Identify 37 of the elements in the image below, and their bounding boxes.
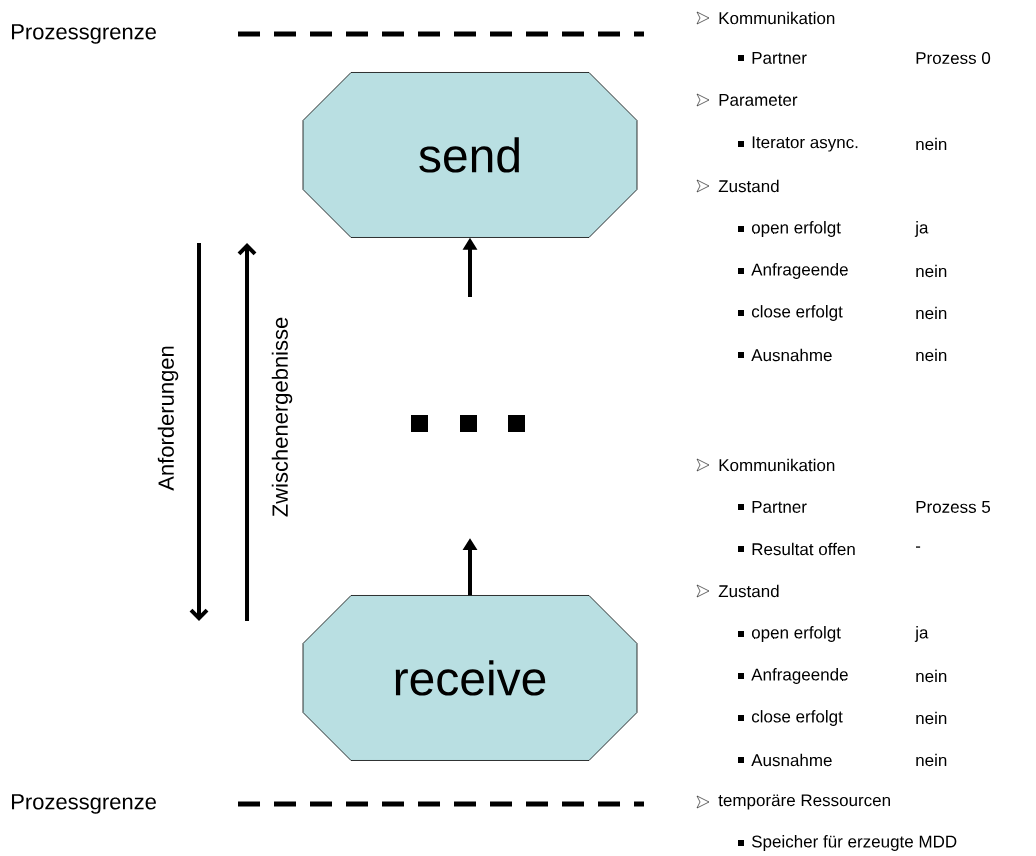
list-item: open erfolgt [751,221,841,237]
list-item: Iterator async. [752,136,858,152]
list-value: nein [916,753,947,767]
list-item: Anfrageende [751,263,848,279]
list-item: Partner [752,501,807,513]
list-item: Resultat offen [752,542,855,556]
boundary-label: Prozessgrenze [12,24,156,44]
list-value: nein [916,711,947,725]
direction-label: Anforderungen [157,346,179,491]
list-heading: temporäre Ressourcen [718,794,890,810]
list-heading: Zustand [718,179,779,193]
boundary-label: Prozessgrenze [12,794,156,814]
list-value: nein [916,306,947,320]
list-value: nein [916,264,947,278]
list-item: Speicher für erzeugte MDD [751,835,957,851]
list-heading: Kommunikation [719,11,835,25]
list-item: Partner [752,52,807,64]
list-value: nein [916,669,947,683]
list-heading: Parameter [719,94,798,106]
list-item: Ausnahme [751,348,832,362]
list-value: Prozess 5 [916,501,991,513]
list-value: - [915,546,921,548]
list-heading: Kommunikation [719,458,835,472]
list-item: Ausnahme [751,753,832,767]
process-octagon: send [302,72,638,238]
list-item: close erfolgt [751,710,843,726]
list-item: Anfrageende [751,668,848,684]
list-heading: Zustand [718,584,779,598]
list-item: close erfolgt [751,305,843,321]
direction-label: Zwischenergebnisse [271,317,293,517]
list-value: nein [916,348,947,362]
list-value: ja [914,221,929,237]
list-value: Prozess 0 [916,52,991,64]
list-item: open erfolgt [751,626,841,642]
list-value: ja [914,626,929,642]
process-octagon: receive [302,595,638,761]
list-value: nein [916,137,947,151]
